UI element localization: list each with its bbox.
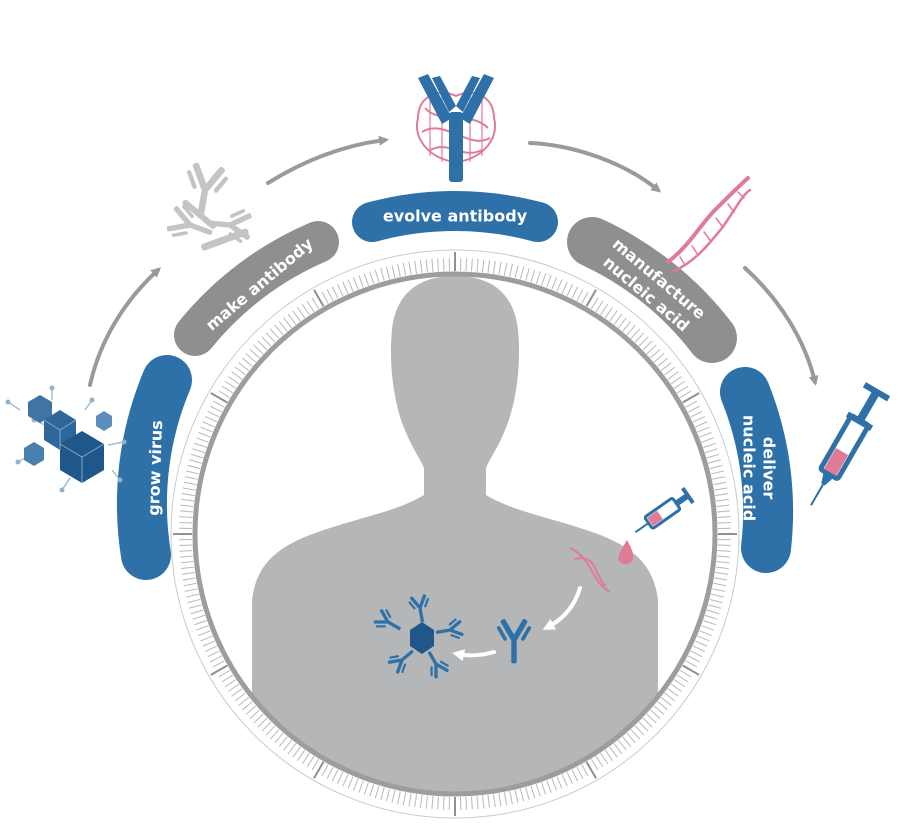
cycle-arrows [88, 135, 819, 387]
arrow-dna-to-syringe [743, 266, 819, 386]
neutralized-virus-icon [371, 593, 465, 681]
step-grow-virus: grow virus [116, 355, 192, 580]
antibody-cluster-icon [163, 160, 254, 251]
arrow-evolve-to-dna [528, 141, 662, 193]
step-evolve-antibody: evolve antibody [352, 191, 558, 242]
arrow-antibody-to-evolve [266, 135, 389, 185]
virus-cluster-icon [5, 385, 127, 493]
cycle-ring [192, 271, 718, 797]
small-syringe-icon [634, 486, 695, 534]
step-deliver-nucleic-acid: deliver nucleic acid [720, 367, 794, 573]
arrow-antibody-to-virus [452, 649, 496, 662]
injection-droplet-icon [618, 540, 634, 565]
step-label-evolve-antibody: evolve antibody [383, 207, 528, 226]
arrow-dna-to-antibody [542, 586, 582, 630]
dna-helix-icon [666, 176, 752, 274]
syringe-icon [810, 382, 891, 506]
step-label-deliver-line2: nucleic acid [740, 415, 759, 521]
antibody-dna-icon [415, 74, 497, 182]
human-silhouette-icon [197, 276, 713, 792]
ring-ticks [173, 252, 737, 816]
flow-arrows [452, 586, 582, 662]
arrow-virus-to-antibody [88, 267, 161, 387]
small-dna-icon [569, 547, 611, 593]
step-label-grow-virus: grow virus [144, 420, 166, 516]
step-label-deliver-line1: deliver [760, 437, 779, 500]
